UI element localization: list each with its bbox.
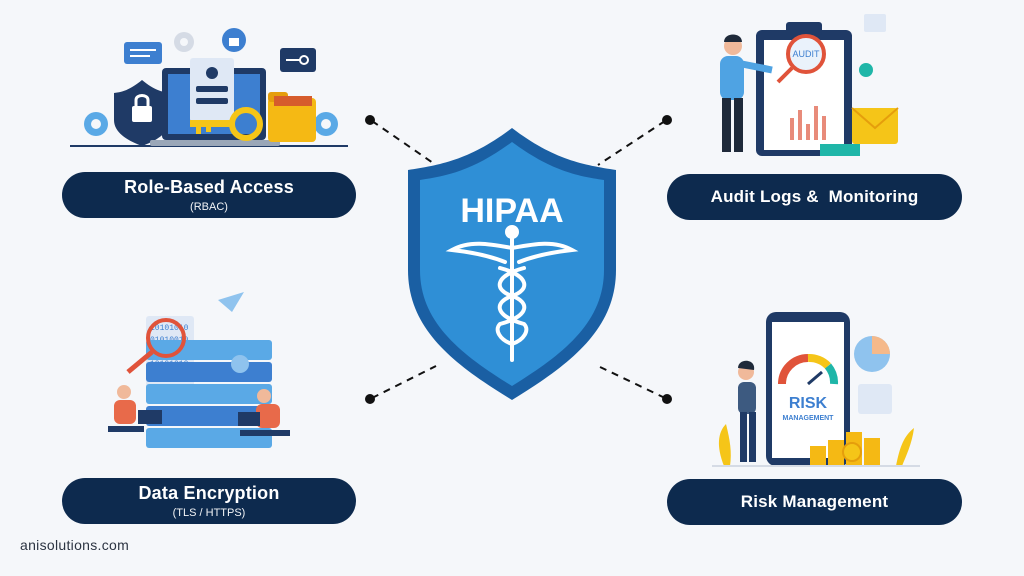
brand-watermark: anisolutions.com (20, 537, 130, 553)
businesswoman-icon (738, 360, 756, 462)
folder-icon (268, 98, 316, 142)
rbac-illustration (70, 28, 348, 147)
pie-card-icon (864, 14, 886, 32)
svg-text:10101010: 10101010 (150, 324, 189, 333)
list-card-icon (858, 384, 892, 414)
connector-risk (597, 365, 666, 399)
node-risk-title: Risk Management (740, 492, 889, 511)
connector-dot-rbac (365, 115, 375, 125)
coin-stack-icon (810, 432, 880, 466)
chat-bubble-icon (124, 42, 162, 64)
hipaa-shield: HIPAA (408, 128, 616, 400)
gauge-icon (778, 354, 838, 386)
svg-text:MANAGEMENT: MANAGEMENT (783, 415, 835, 422)
svg-text:AUDIT: AUDIT (793, 49, 821, 59)
gear-icon (84, 112, 108, 136)
magnifier-icon (126, 318, 186, 374)
connector-dot-audit (662, 115, 672, 125)
node-rbac-subtitle: (RBAC) (190, 201, 228, 213)
check-icon (859, 63, 873, 77)
node-audit-title: Audit Logs & Monitoring (710, 187, 919, 206)
node-encryption-subtitle: (TLS / HTTPS) (172, 507, 246, 519)
connector-encryption (371, 365, 437, 399)
connector-audit (597, 120, 666, 166)
encryption-illustration: 10101010 01010010 00101010 10101010 (108, 292, 290, 448)
gear-icon (314, 112, 338, 136)
risk-illustration: RISK MANAGEMENT (712, 312, 920, 467)
connector-dot-risk (662, 394, 672, 404)
node-risk: Risk Management (667, 479, 962, 525)
svg-text:RISK: RISK (789, 395, 828, 412)
magnifier-icon: AUDIT (776, 34, 826, 84)
gear-icon (231, 355, 249, 373)
plant-icon (896, 428, 914, 466)
key-icon (190, 107, 263, 141)
person-left-icon (108, 385, 162, 432)
person-right-icon (238, 389, 290, 436)
gear-icon (174, 32, 194, 52)
auditor-person-icon (720, 34, 773, 152)
connector-rbac (371, 120, 437, 166)
plant-icon (718, 424, 731, 466)
node-encryption-title: Data Encryption (138, 483, 280, 503)
caduceus-icon (445, 225, 579, 362)
bar-chart-icon (790, 106, 826, 140)
connector-dot-encryption (365, 394, 375, 404)
node-rbac: Role-Based Access (RBAC) (62, 172, 356, 218)
node-audit: Audit Logs & Monitoring (667, 174, 962, 220)
audit-illustration: AUDIT (720, 14, 899, 156)
paper-plane-icon (218, 292, 244, 312)
pie-chart-icon (854, 336, 890, 372)
hipaa-label: HIPAA (460, 192, 563, 230)
node-rbac-title: Role-Based Access (124, 177, 294, 197)
node-encryption: Data Encryption (TLS / HTTPS) (62, 478, 356, 524)
connectors (371, 120, 666, 399)
